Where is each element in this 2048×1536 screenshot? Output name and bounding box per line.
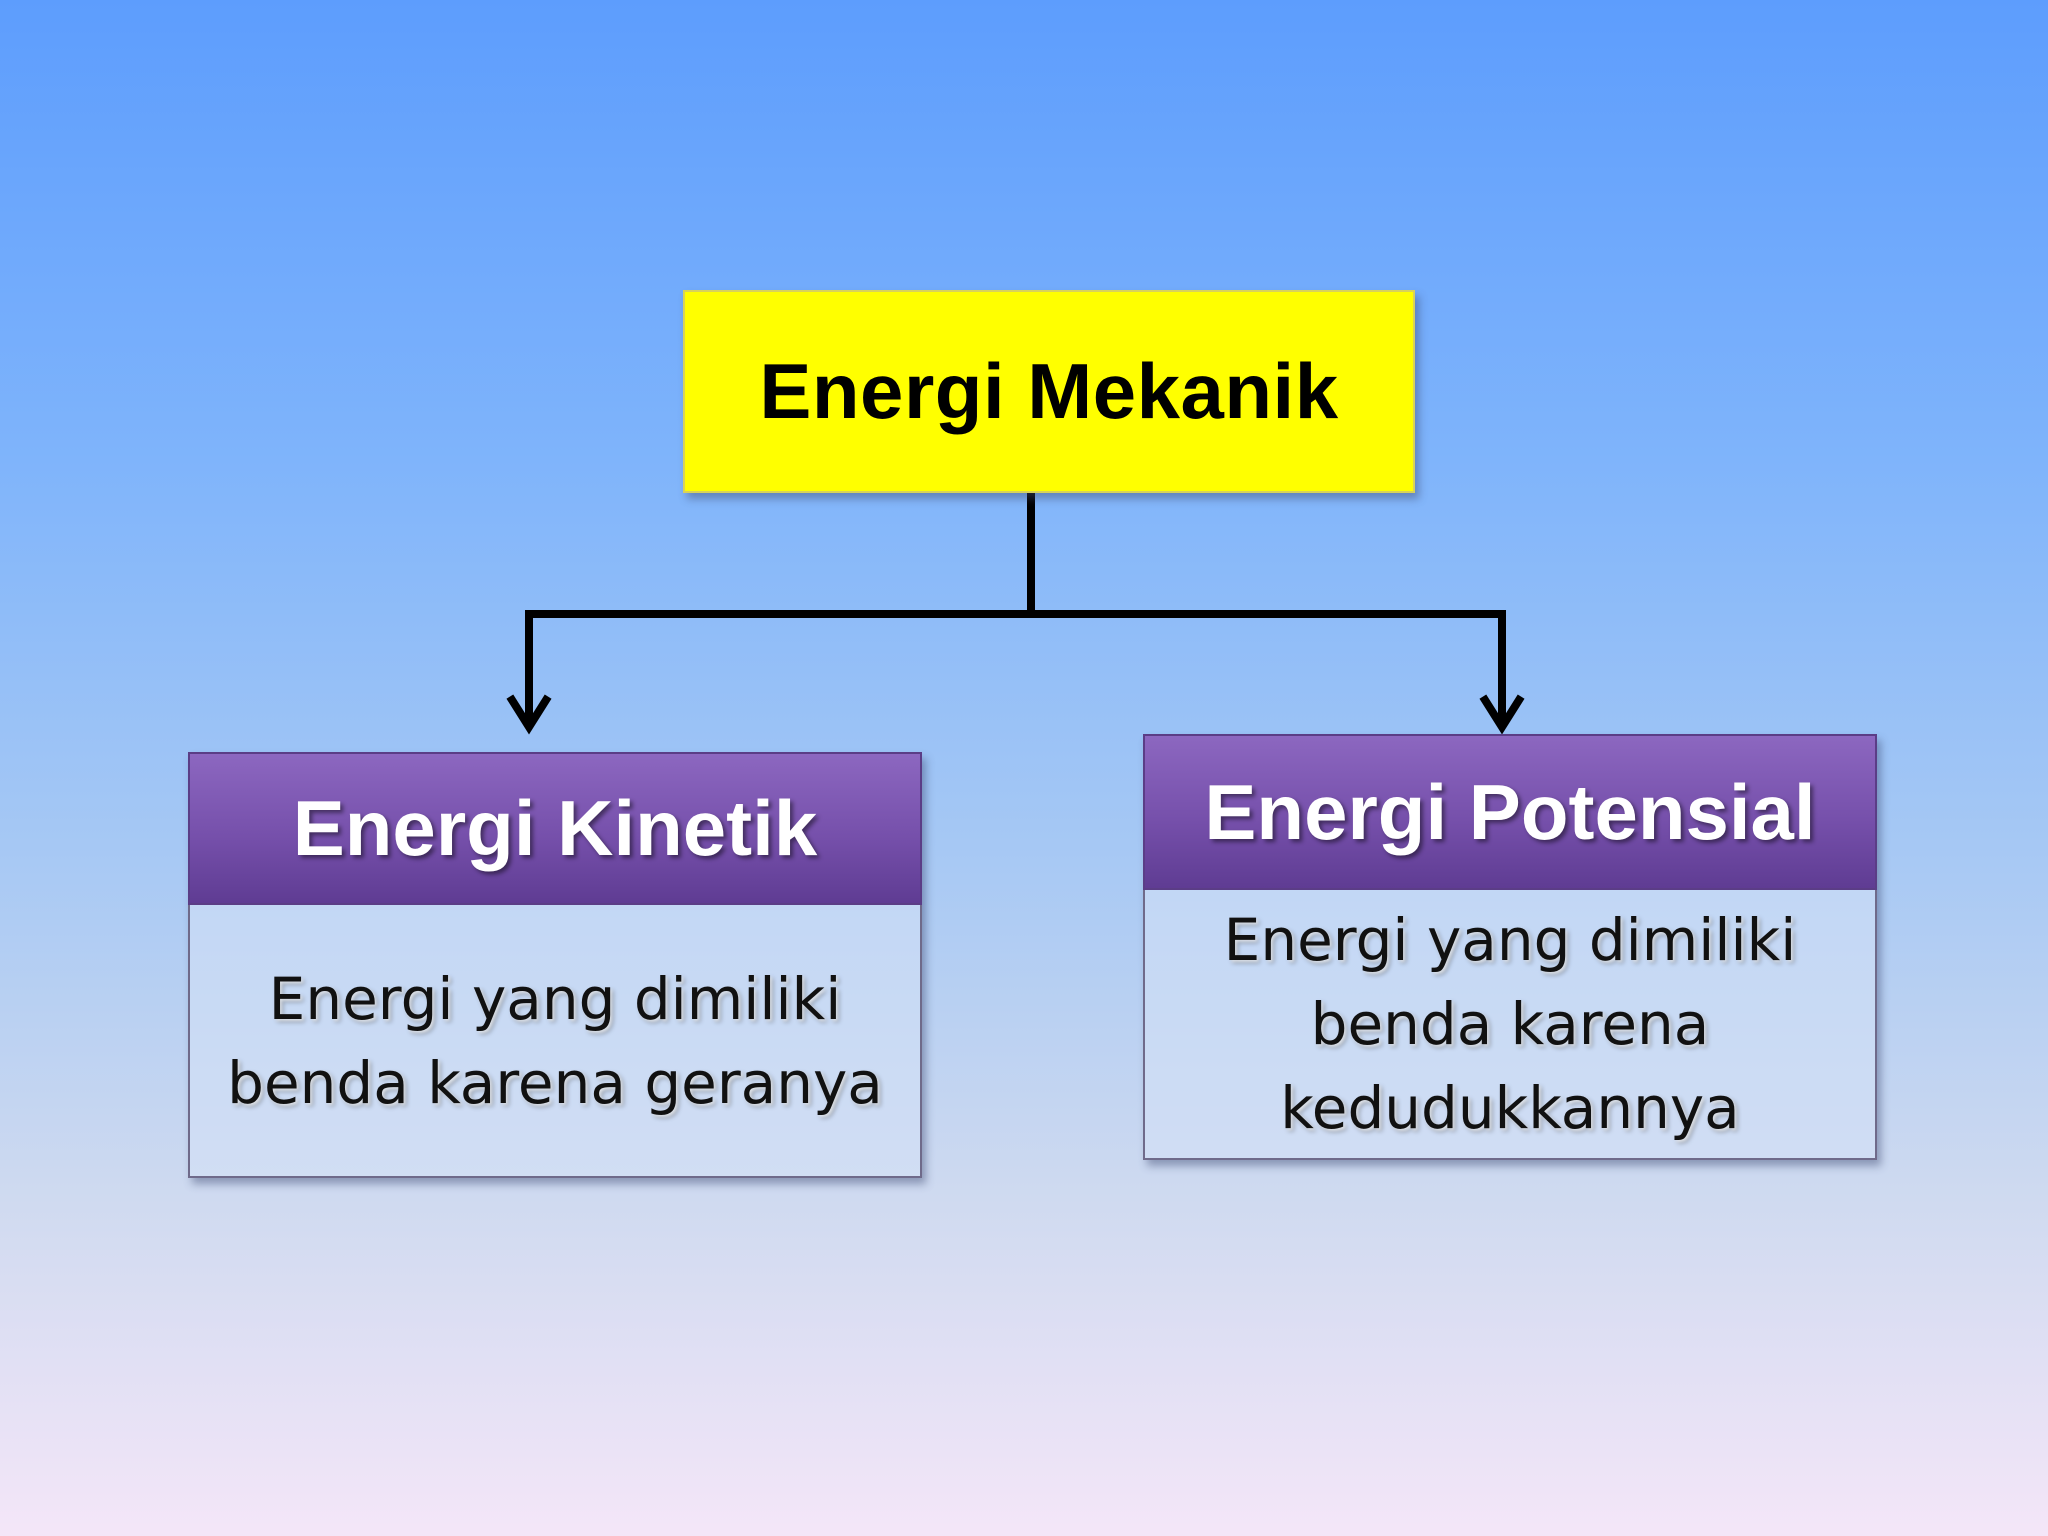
- potential-energy-description: Energi yang dimiliki benda karena kedudu…: [1223, 906, 1797, 1142]
- kinetic-energy-title: Energi Kinetik: [292, 784, 818, 872]
- potential-energy-card: Energi Potensial Energi yang dimiliki be…: [1143, 734, 1877, 1160]
- root-node: Energi Mekanik: [683, 290, 1415, 493]
- left-arrowhead: [506, 694, 552, 735]
- kinetic-energy-card: Energi Kinetik Energi yang dimiliki bend…: [188, 752, 922, 1178]
- potential-energy-title: Energi Potensial: [1204, 767, 1816, 856]
- potential-energy-body: Energi yang dimiliki benda karena kedudu…: [1143, 890, 1877, 1160]
- kinetic-energy-body: Energi yang dimiliki benda karena gerany…: [188, 905, 922, 1178]
- right-arrowhead: [1479, 694, 1525, 735]
- kinetic-energy-description: Energi yang dimiliki benda karena gerany…: [227, 964, 883, 1117]
- kinetic-energy-header: Energi Kinetik: [188, 752, 922, 905]
- potential-energy-header: Energi Potensial: [1143, 734, 1877, 890]
- root-title: Energi Mekanik: [759, 347, 1339, 435]
